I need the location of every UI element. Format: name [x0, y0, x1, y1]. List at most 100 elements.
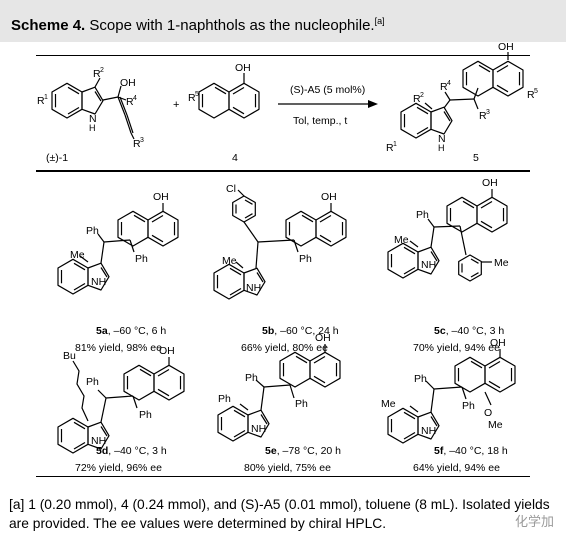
svg-text:O: O: [484, 407, 492, 419]
svg-text:5: 5: [195, 91, 199, 98]
svg-text:R: R: [440, 81, 448, 93]
svg-text:Cl: Cl: [226, 183, 236, 195]
svg-text:2: 2: [100, 67, 104, 74]
compound-5d-conditions-value: –40 °C, 3 h: [114, 445, 167, 457]
compound-5a-conditions-value: –60 °C, 6 h: [114, 325, 167, 337]
compound-5c-yield: 70% yield, 94% ee: [413, 342, 500, 354]
svg-text:R: R: [479, 110, 487, 122]
svg-text:R: R: [37, 95, 45, 107]
svg-text:R: R: [527, 89, 535, 101]
svg-text:OH: OH: [490, 337, 506, 349]
footnote: [a] 1 (0.20 mmol), 4 (0.24 mmol), and (S…: [9, 495, 561, 533]
compound-5b-conditions-value: –60 °C, 24 h: [280, 325, 339, 337]
svg-text:Ph: Ph: [416, 209, 429, 221]
footnote-ref: [a]: [9, 497, 25, 512]
svg-text:Ph: Ph: [86, 376, 99, 388]
compound-5d-yield: 72% yield, 96% ee: [75, 462, 162, 474]
svg-text:Me: Me: [222, 255, 237, 267]
compound-5a-id: 5a: [96, 325, 108, 337]
svg-text:Ph: Ph: [299, 253, 312, 265]
svg-text:Me: Me: [494, 257, 509, 269]
reactant-4-label: 4: [232, 152, 238, 164]
svg-text:3: 3: [140, 137, 144, 144]
svg-text:NH: NH: [251, 423, 266, 435]
svg-text:NH: NH: [421, 259, 436, 271]
svg-text:Ph: Ph: [218, 393, 231, 405]
watermark: 化学加: [514, 514, 554, 529]
scheme-label: Scheme 4.: [11, 17, 86, 34]
svg-text:NH: NH: [91, 276, 106, 288]
conditions-text: Tol, temp., t: [293, 115, 347, 127]
svg-text:3: 3: [486, 109, 490, 116]
svg-text:OH: OH: [498, 41, 514, 53]
svg-text:4: 4: [133, 95, 137, 102]
svg-text:1: 1: [393, 141, 397, 148]
compound-5c-id: 5c: [434, 325, 446, 337]
svg-text:R: R: [413, 93, 421, 105]
rule-mid: [36, 170, 530, 172]
compound-5f-conditions: 5f, –40 °C, 18 h: [434, 445, 508, 457]
compound-5c-conditions: 5c, –40 °C, 3 h: [434, 325, 504, 337]
reactant-1-label: (±)-1: [46, 152, 68, 164]
scheme-title-text: Scope with 1-naphthols as the nucleophil…: [85, 17, 375, 34]
catalyst-text: (S)-A5 (5 mol%): [290, 84, 365, 96]
svg-text:OH: OH: [153, 191, 169, 203]
compound-5c-conditions-value: –40 °C, 3 h: [452, 325, 505, 337]
svg-text:Me: Me: [381, 398, 396, 410]
svg-text:OH: OH: [321, 191, 337, 203]
svg-text:R: R: [386, 142, 394, 154]
svg-text:NH: NH: [421, 425, 436, 437]
compound-5e-conditions-value: –78 °C, 20 h: [283, 445, 342, 457]
footnote-text: 1 (0.20 mmol), 4 (0.24 mmol), and (S)-A5…: [9, 497, 550, 531]
svg-text:OH: OH: [482, 177, 498, 189]
svg-text:OH: OH: [235, 62, 251, 74]
compound-5d-structure: OH Bu Ph Ph NH: [57, 345, 185, 454]
compound-5b-conditions: 5b, –60 °C, 24 h: [262, 325, 339, 337]
compound-5e-structure: OH Ph Ph Ph NH: [217, 332, 341, 442]
svg-text:Ph: Ph: [135, 253, 148, 265]
svg-text:N: N: [438, 133, 446, 145]
svg-text:N: N: [89, 113, 97, 125]
compound-5a-structure: OH Ph Ph Me NH: [57, 191, 179, 295]
svg-text:H: H: [438, 143, 445, 153]
svg-text:NH: NH: [246, 282, 261, 294]
scheme-title: Scheme 4. Scope with 1-naphthols as the …: [11, 12, 385, 35]
compound-5d-id: 5d: [96, 445, 108, 457]
svg-text:NH: NH: [91, 435, 106, 447]
compound-5d-conditions: 5d, –40 °C, 3 h: [96, 445, 167, 457]
svg-text:Ph: Ph: [462, 400, 475, 412]
svg-text:R: R: [188, 92, 196, 104]
svg-text:H: H: [89, 123, 96, 133]
reaction-arrow: [278, 100, 378, 108]
compound-5e-conditions: 5e, –78 °C, 20 h: [265, 445, 341, 457]
plus-sign: +: [173, 99, 179, 111]
rule-top: [36, 55, 530, 56]
compound-5f-structure: OH Ph Ph O Me Me NH: [381, 337, 516, 444]
svg-text:1: 1: [44, 94, 48, 101]
svg-text:4: 4: [447, 80, 451, 87]
compound-5f-conditions-value: –40 °C, 18 h: [449, 445, 508, 457]
svg-text:Ph: Ph: [295, 398, 308, 410]
svg-text:R: R: [126, 96, 134, 108]
compound-5f-yield: 64% yield, 94% ee: [413, 462, 500, 474]
svg-text:5: 5: [534, 88, 538, 95]
svg-text:Ph: Ph: [414, 373, 427, 385]
svg-text:R: R: [133, 138, 141, 150]
svg-text:OH: OH: [120, 77, 136, 89]
svg-text:OH: OH: [159, 345, 175, 357]
product-5-label: 5: [473, 152, 479, 164]
compound-5a-conditions: 5a, –60 °C, 6 h: [96, 325, 166, 337]
compound-5e-id: 5e: [265, 445, 277, 457]
svg-text:Bu: Bu: [63, 350, 76, 362]
compound-5b-structure: Cl OH Ph Me NH: [213, 183, 347, 300]
rule-bottom: [36, 476, 530, 477]
svg-text:Me: Me: [488, 419, 503, 431]
compound-5b-yield: 66% yield, 80% ee: [241, 342, 328, 354]
svg-text:Ph: Ph: [245, 372, 258, 384]
svg-text:Ph: Ph: [86, 225, 99, 237]
svg-text:Me: Me: [70, 249, 85, 261]
svg-text:2: 2: [420, 92, 424, 99]
